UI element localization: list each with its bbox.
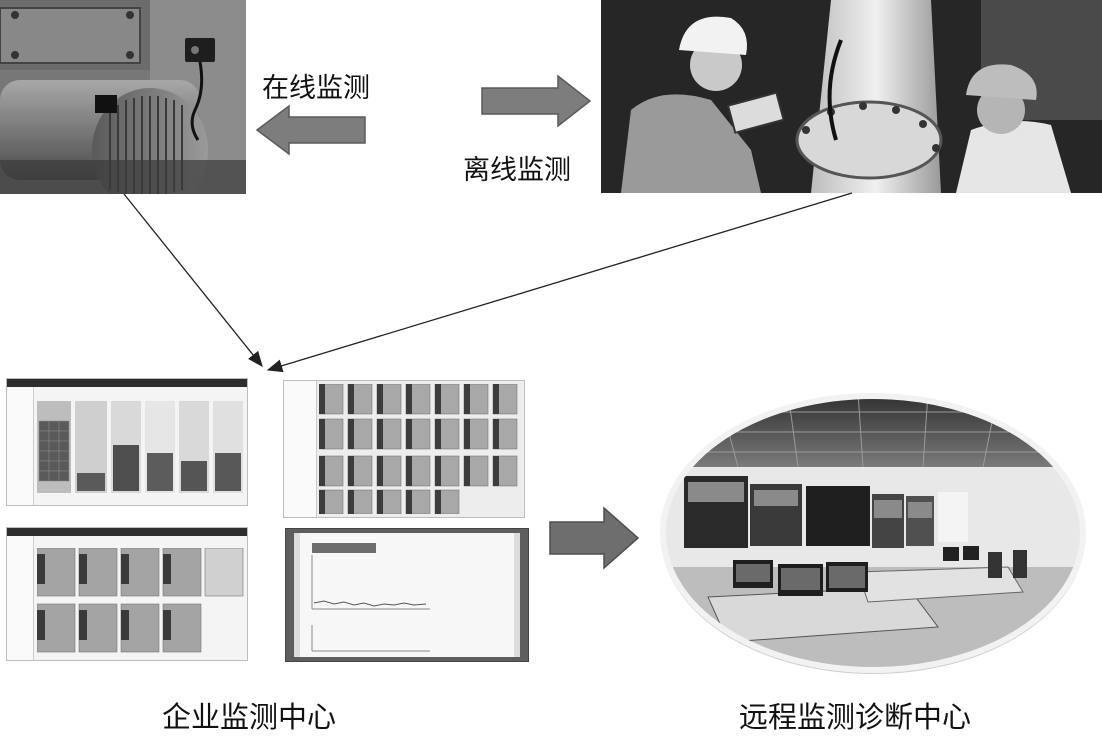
offline-monitoring-label: 离线监测 — [463, 155, 571, 186]
offline-measurement-photo — [601, 0, 1102, 193]
enterprise-screen-1 — [6, 378, 248, 506]
right-arrow-icon — [481, 74, 592, 128]
motor-illustration — [0, 0, 246, 194]
offline-to-center-line — [266, 192, 853, 373]
online-to-center-line — [123, 193, 263, 368]
enterprise-screen-2 — [283, 380, 525, 518]
trend-chart-thumbnail — [294, 533, 520, 657]
big-right-arrow-icon — [549, 506, 640, 570]
enterprise-screen-4 — [285, 528, 529, 662]
remote-center-photo — [660, 393, 1086, 674]
remote-center-caption: 远程监测诊断中心 — [739, 700, 972, 734]
left-arrow-icon — [255, 104, 366, 156]
workers-illustration — [601, 0, 1102, 193]
online-monitoring-label: 在线监测 — [262, 73, 370, 104]
enterprise-center-caption: 企业监测中心 — [162, 700, 337, 734]
enterprise-screen-3 — [6, 527, 248, 661]
motor-sensor-photo — [0, 0, 246, 194]
